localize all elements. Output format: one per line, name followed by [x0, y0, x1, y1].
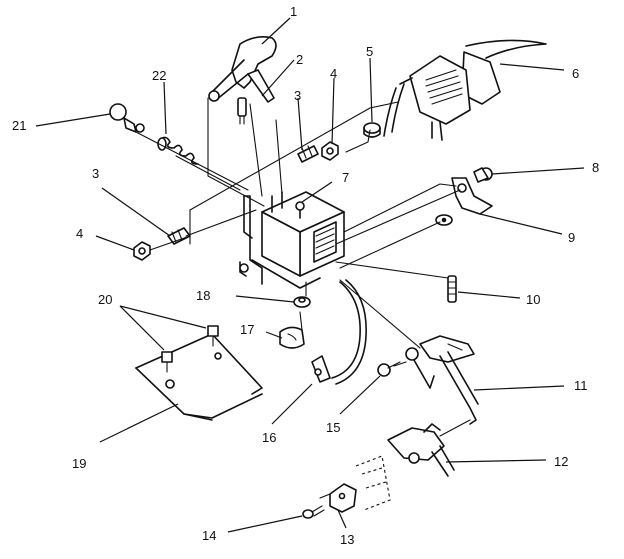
callout-9: 9 — [568, 230, 575, 245]
part-18-washer — [293, 296, 311, 308]
part-22-spring — [157, 136, 199, 165]
part-14-screw — [302, 505, 325, 519]
part-5-cap — [363, 122, 381, 138]
callout-22: 22 — [152, 68, 166, 83]
part-8-knob — [473, 167, 493, 183]
callout-21: 21 — [12, 118, 26, 133]
callout-2: 2 — [296, 52, 303, 67]
part-2-pin — [237, 97, 247, 125]
part-6-bracket — [383, 39, 547, 141]
callout-6: 6 — [572, 66, 579, 81]
part-3-screw-top — [297, 145, 319, 163]
part-7-switch-housing — [261, 191, 345, 277]
callout-15: 15 — [326, 420, 340, 435]
callout-1: 1 — [290, 4, 297, 19]
part-10-spring — [447, 275, 457, 303]
callout-18: 18 — [196, 288, 210, 303]
callout-16: 16 — [262, 430, 276, 445]
part-19-plate — [135, 333, 263, 421]
callout-labels: 1 2 3 3 4 4 5 6 7 8 9 10 11 12 13 14 15 … — [12, 4, 599, 547]
callout-19: 19 — [72, 456, 86, 471]
callout-20: 20 — [98, 292, 112, 307]
callout-3-top: 3 — [294, 88, 301, 103]
callout-17: 17 — [240, 322, 254, 337]
mounting-plate — [239, 195, 321, 289]
callout-4-top: 4 — [330, 66, 337, 81]
part-11-link-arm — [405, 335, 479, 425]
part-20-screws — [161, 325, 219, 373]
assembly-lines — [135, 97, 471, 499]
callout-13: 13 — [340, 532, 354, 547]
callout-12: 12 — [554, 454, 568, 469]
part-13-plate — [329, 455, 391, 513]
callout-11: 11 — [574, 378, 588, 393]
part-1-lever — [208, 36, 277, 103]
callout-7: 7 — [342, 170, 349, 185]
part-17-clip — [279, 326, 305, 349]
part-15-screw — [377, 361, 401, 377]
callout-10: 10 — [526, 292, 540, 307]
callout-5: 5 — [366, 44, 373, 59]
callout-14: 14 — [202, 528, 216, 543]
part-16-wire — [311, 279, 367, 385]
part-4-nut-top — [321, 141, 339, 161]
part-12-lower-bracket — [387, 423, 455, 477]
callout-3-left: 3 — [92, 166, 99, 181]
part-21-bolt — [109, 103, 145, 133]
leader-lines — [35, 17, 585, 533]
callout-8: 8 — [592, 160, 599, 175]
part-4-nut-left — [133, 241, 151, 261]
callout-4-left: 4 — [76, 226, 83, 241]
